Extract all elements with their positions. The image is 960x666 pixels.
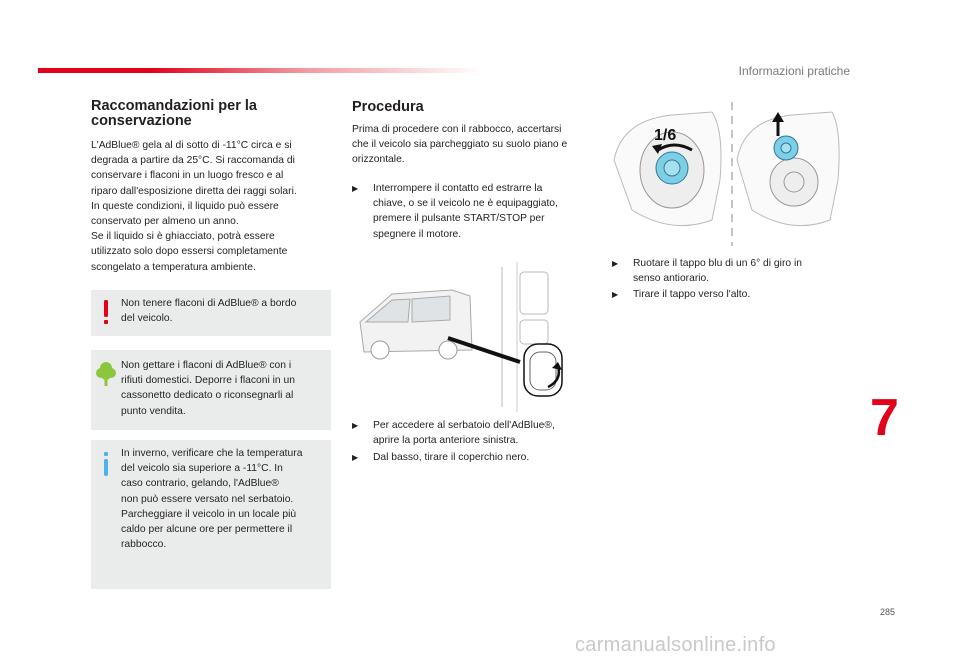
text-line: aprire la porta anteriore sinistra. (373, 435, 519, 447)
watermark-text: carmanualsonline.info (575, 634, 776, 656)
text-line: premere il pulsante START/STOP per (373, 213, 545, 225)
text-line: punto vendita. (121, 405, 186, 417)
step-text: Dal basso, tirare il coperchio nero. (373, 450, 529, 465)
eco-box: Non gettare i flaconi di AdBlue® con i r… (91, 350, 331, 430)
text-line: Non gettare i flaconi di AdBlue® con i (121, 360, 292, 371)
step-open-door: ▶ Per accedere al serbatoio dell'AdBlue®… (352, 418, 592, 450)
text-line: senso antiorario. (633, 273, 710, 285)
text-line: degrada a partire da 25°C. Si raccomanda… (91, 155, 295, 167)
text-line: Se il liquido si è ghiacciato, potrà ess… (91, 231, 275, 243)
text-line: conservato per almeno un anno. (91, 216, 239, 228)
text-line: orizzontale. (352, 154, 405, 166)
text-line: Tirare il tappo verso l'alto. (633, 289, 751, 300)
cap-illustration: 1/6 (613, 102, 840, 246)
text-line: conservare i flaconi in un luogo fresco … (91, 170, 284, 182)
text-line: L'AdBlue® gela al di sotto di -11°C circ… (91, 140, 292, 151)
header-accent-bar (38, 68, 483, 73)
text-line: Prima di procedere con il rabbocco, acce… (352, 124, 562, 135)
step-text: Tirare il tappo verso l'alto. (633, 287, 750, 302)
step-switch-off: ▶ Interrompere il contatto ed estrarre l… (352, 181, 592, 243)
bullet-icon: ▶ (352, 421, 359, 430)
text-line: Ruotare il tappo blu di un 6° di giro in (633, 258, 802, 269)
text-line: Non tenere flaconi di AdBlue® a bordo (121, 298, 297, 309)
info-text: In inverno, verificare che la temperatur… (121, 446, 302, 552)
text-line: chiave, o se il veicolo ne è equipaggiat… (373, 198, 558, 210)
bullet-icon: ▶ (352, 453, 359, 462)
warning-exclamation-icon (104, 300, 108, 324)
text-line: non può essere versato nel serbatoio. (121, 493, 294, 505)
step-pull-cover: ▶ Dal basso, tirare il coperchio nero. (352, 450, 592, 466)
text-line: che il veicolo sia parcheggiato su suolo… (352, 139, 568, 151)
bullet-icon: ▶ (612, 259, 619, 268)
procedure-intro: Prima di procedere con il rabbocco, acce… (352, 122, 567, 168)
text-line: del veicolo sia superiore a -11°C. In (121, 463, 283, 475)
recycle-tree-icon (96, 362, 116, 386)
text-line: cassonetto dedicato o riconsegnarli al (121, 390, 294, 402)
eco-text: Non gettare i flaconi di AdBlue® con i r… (121, 358, 295, 419)
text-line: caso contrario, gelando, l'AdBlue® (121, 478, 279, 490)
procedure-title: Procedura (352, 99, 424, 115)
info-icon (104, 452, 108, 476)
van-door-illustration (359, 262, 563, 412)
text-line: Parcheggiare il veicolo in un locale più (121, 508, 297, 520)
text-line: Dal basso, tirare il coperchio nero. (373, 452, 530, 463)
cap-label: 1/6 (654, 127, 676, 144)
text-line: rifiuti domestici. Deporre i flaconi in … (121, 375, 295, 387)
page-number: 285 (880, 607, 896, 617)
step-text: Ruotare il tappo blu di un 6° di giro in… (633, 256, 802, 286)
step-pull-cap: ▶ Tirare il tappo verso l'alto. (612, 287, 842, 303)
storage-title-line: Raccomandazioni per la (91, 98, 257, 114)
text-line: caldo per alcune ore per permettere il (121, 524, 293, 536)
text-line: Per accedere al serbatoio dell'AdBlue®, (373, 420, 555, 431)
text-line: Interrompere il contatto ed estrarre la (373, 183, 543, 194)
step-rotate-cap: ▶ Ruotare il tappo blu di un 6° di giro … (612, 256, 842, 288)
text-line: scongelato a temperatura ambiente. (91, 261, 256, 273)
text-line: In queste condizioni, il liquido può ess… (91, 200, 279, 212)
chapter-number: 7 (870, 389, 899, 447)
text-line: utilizzato solo dopo essersi completamen… (91, 246, 288, 258)
bullet-icon: ▶ (352, 184, 359, 193)
step-text: Per accedere al serbatoio dell'AdBlue®, … (373, 418, 555, 448)
storage-title: Raccomandazioni per la conservazione (91, 99, 257, 129)
text-line: In inverno, verificare che la temperatur… (121, 448, 303, 459)
text-line: riparo dall'esposizione diretta dei ragg… (91, 185, 297, 197)
warning-text: Non tenere flaconi di AdBlue® a bordo de… (121, 296, 296, 326)
step-text: Interrompere il contatto ed estrarre la … (373, 181, 558, 242)
warning-box: Non tenere flaconi di AdBlue® a bordo de… (91, 290, 331, 336)
storage-title-line: conservazione (91, 113, 192, 129)
info-box: In inverno, verificare che la temperatur… (91, 440, 331, 589)
section-title: Informazioni pratiche (738, 64, 850, 78)
text-line: del veicolo. (121, 313, 173, 325)
storage-paragraph: L'AdBlue® gela al di sotto di -11°C circ… (91, 138, 297, 275)
text-line: spegnere il motore. (373, 228, 462, 240)
text-line: rabbocco. (121, 539, 167, 551)
bullet-icon: ▶ (612, 290, 619, 299)
